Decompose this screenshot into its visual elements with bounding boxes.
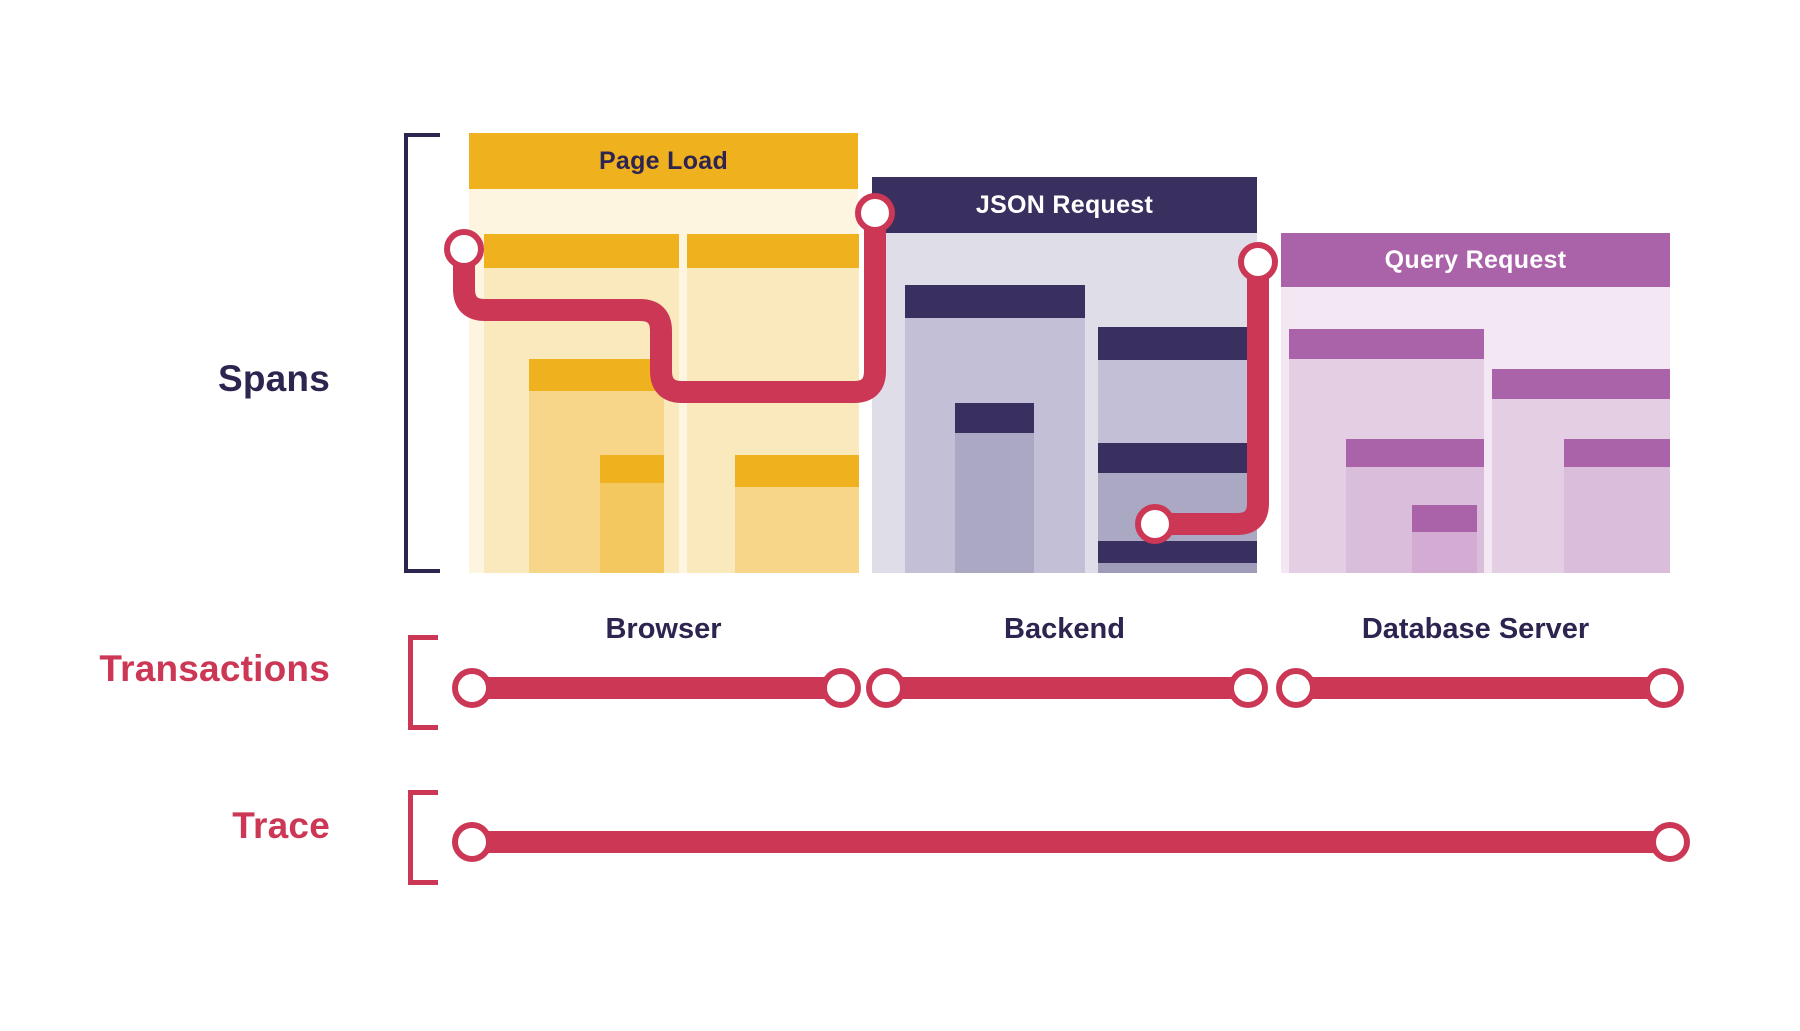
row-label-spans: Spans [217, 358, 330, 399]
span-head [1492, 369, 1670, 399]
span-head [484, 234, 679, 268]
span-head [1412, 505, 1477, 532]
transaction-bar-database[interactable] [1290, 677, 1670, 699]
span-backend-1a [955, 403, 1034, 573]
trace-bracket [408, 790, 438, 885]
span-head [1098, 443, 1257, 473]
service-caption-database: Database Server [1361, 613, 1590, 645]
transaction-end-dot-backend[interactable] [1228, 668, 1268, 708]
span-head [687, 234, 859, 268]
span-body [1098, 563, 1257, 573]
service-caption-backend: Backend [1004, 613, 1125, 645]
service-panel-browser: Page Load [469, 133, 859, 573]
connector-dot-backend-start [855, 193, 895, 233]
panel-header-backend: JSON Request [872, 177, 1257, 233]
span-body [1412, 532, 1477, 573]
panel-header-browser: Page Load [469, 133, 858, 189]
trace-end-dot[interactable] [1650, 822, 1690, 862]
span-db-1a1 [1412, 505, 1477, 573]
row-label-transactions: Transactions [99, 648, 330, 689]
span-body [1564, 467, 1670, 573]
service-caption-browser: Browser [605, 613, 722, 645]
span-browser-1a1 [600, 455, 664, 573]
panel-header-database: Query Request [1281, 233, 1670, 287]
transactions-bracket [408, 635, 438, 730]
panel-title-backend: JSON Request [975, 190, 1154, 219]
connector-dot-database-start [1238, 242, 1278, 282]
span-head [529, 359, 664, 391]
transaction-bar-backend[interactable] [880, 677, 1250, 699]
span-body [600, 483, 664, 573]
transaction-start-dot-backend[interactable] [866, 668, 906, 708]
panel-title-browser: Page Load [598, 146, 729, 175]
span-browser-2a [735, 455, 859, 573]
span-backend-2a1 [1098, 541, 1257, 573]
span-head [905, 285, 1085, 318]
span-body [955, 433, 1034, 573]
trace-start-dot[interactable] [452, 822, 492, 862]
span-db-2a [1564, 439, 1670, 573]
connector-dot-backend-end [1135, 504, 1175, 544]
transaction-bar-browser[interactable] [466, 677, 847, 699]
transaction-start-dot-browser[interactable] [452, 668, 492, 708]
span-head [1098, 327, 1257, 360]
spans-bracket [404, 133, 440, 573]
span-head [600, 455, 664, 483]
transaction-end-dot-browser[interactable] [821, 668, 861, 708]
span-body [735, 487, 859, 573]
trace-bar[interactable] [466, 831, 1676, 853]
span-head [955, 403, 1034, 433]
span-head [1098, 541, 1257, 563]
row-label-trace: Trace [232, 805, 330, 846]
span-head [1289, 329, 1484, 359]
connector-dot-browser-start [444, 229, 484, 269]
service-panel-backend: JSON Request [872, 177, 1257, 573]
span-head [1564, 439, 1670, 467]
panel-title-database: Query Request [1384, 245, 1567, 274]
span-head [735, 455, 859, 487]
transaction-start-dot-database[interactable] [1276, 668, 1316, 708]
transaction-end-dot-database[interactable] [1644, 668, 1684, 708]
service-panel-database: Query Request [1281, 233, 1670, 573]
span-head [1346, 439, 1484, 467]
